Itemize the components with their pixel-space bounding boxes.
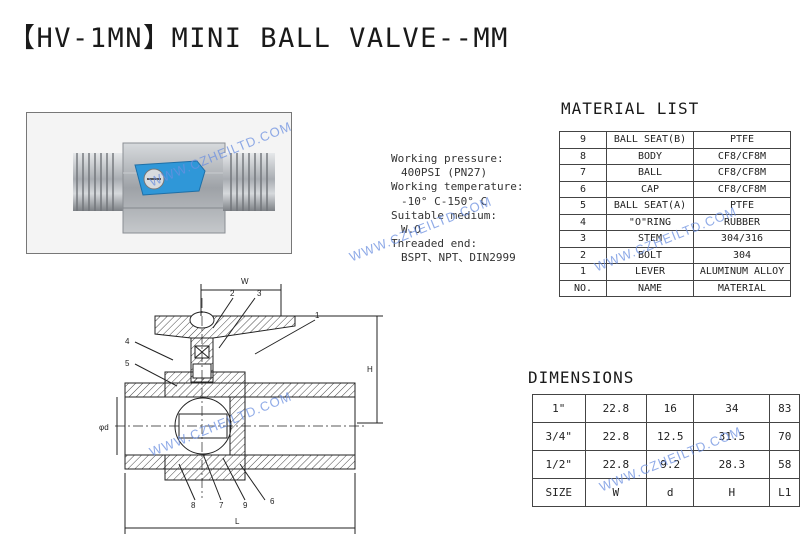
dim-label-d: φd (99, 423, 109, 432)
table-cell: BODY (606, 147, 694, 165)
material-list-title: MATERIAL LIST (561, 99, 700, 118)
spec-line: W.O (401, 223, 421, 237)
part-label-3: 3 (257, 289, 262, 298)
lever-part (154, 315, 296, 339)
dim-label-w: W (241, 277, 249, 286)
table-cell: 34 (693, 394, 771, 423)
table-cell: MATERIAL (693, 279, 791, 297)
product-photo (26, 112, 292, 254)
table-cell: SIZE (532, 478, 586, 507)
table-cell: PTFE (693, 131, 791, 149)
part-label-8: 8 (191, 501, 196, 510)
table-cell: 8 (559, 147, 607, 165)
table-cell: 304/316 (693, 230, 791, 248)
spec-line: Suitable medium: (391, 208, 497, 222)
pipe-wall-right-bottom (244, 454, 356, 470)
spec-list: Working pressure:400PSI (PN27)Working te… (391, 152, 523, 266)
table-cell: 22.8 (584, 422, 648, 451)
table-cell: PTFE (693, 197, 791, 215)
table-cell: d (646, 478, 695, 507)
table-cell: BALL SEAT(A) (606, 197, 694, 215)
part-label-6: 6 (270, 497, 275, 506)
table-cell: L1 (769, 478, 800, 507)
spec-line: 400PSI (PN27) (401, 166, 488, 180)
table-cell: CAP (606, 180, 694, 198)
table-cell: W (584, 478, 648, 507)
table-cell: 9.2 (646, 450, 695, 479)
table-cell: 22.8 (584, 394, 648, 423)
dim-label-l: L (235, 517, 240, 526)
table-cell: 7 (559, 164, 607, 182)
table-cell: 1" (532, 394, 586, 423)
part-label-1: 1 (315, 311, 320, 320)
table-cell: 304 (693, 246, 791, 264)
spec-line: Threaded end: (391, 237, 478, 251)
part-label-9: 9 (243, 501, 248, 510)
table-cell: ALUMINUM ALLOY (693, 263, 791, 281)
table-cell: NO. (559, 279, 607, 297)
cross-section-drawing: W H L φd 1 2 3 4 5 6 7 8 9 (99, 277, 383, 534)
table-cell: 5 (559, 197, 607, 215)
table-cell: 6 (559, 180, 607, 198)
spec-line: Working pressure: (391, 152, 504, 165)
table-cell: 1/2" (532, 450, 586, 479)
dimensions-title: DIMENSIONS (528, 368, 635, 387)
spec-line: -10° C-150° C (401, 194, 488, 208)
table-cell: 9 (559, 131, 607, 149)
pipe-wall-left-bottom (124, 454, 166, 470)
spec-line: Working temperature: (391, 180, 524, 194)
part-label-4: 4 (125, 337, 130, 346)
valve-photo-illustration (73, 142, 275, 234)
part-label-5: 5 (125, 359, 130, 368)
page-title: 【HV-1MN】MINI BALL VALVE--MM (8, 23, 509, 54)
dim-label-h: H (367, 365, 373, 374)
table-cell: 16 (646, 394, 695, 423)
table-cell: NAME (606, 279, 694, 297)
table-cell: 83 (769, 394, 800, 423)
table-cell: CF8/CF8M (693, 180, 791, 198)
table-cell: 3 (559, 230, 607, 248)
pipe-wall-right-top (244, 382, 356, 398)
table-cell: CF8/CF8M (693, 164, 791, 182)
table-cell: 28.3 (693, 450, 771, 479)
pipe-wall-left-top (124, 382, 166, 398)
table-cell: CF8/CF8M (693, 147, 791, 165)
table-cell: 70 (769, 422, 800, 451)
table-cell: BALL SEAT(B) (606, 131, 694, 149)
part-label-2: 2 (230, 289, 235, 298)
table-cell: 58 (769, 450, 800, 479)
table-cell: 12.5 (646, 422, 695, 451)
part-label-7: 7 (219, 501, 224, 510)
table-cell: BALL (606, 164, 694, 182)
table-cell: 3/4" (532, 422, 586, 451)
spec-line: BSPT、NPT、DIN2999 (401, 251, 516, 265)
table-cell: 4 (559, 213, 607, 231)
table-cell: H (693, 478, 771, 507)
table-cell: LEVER (606, 263, 694, 281)
